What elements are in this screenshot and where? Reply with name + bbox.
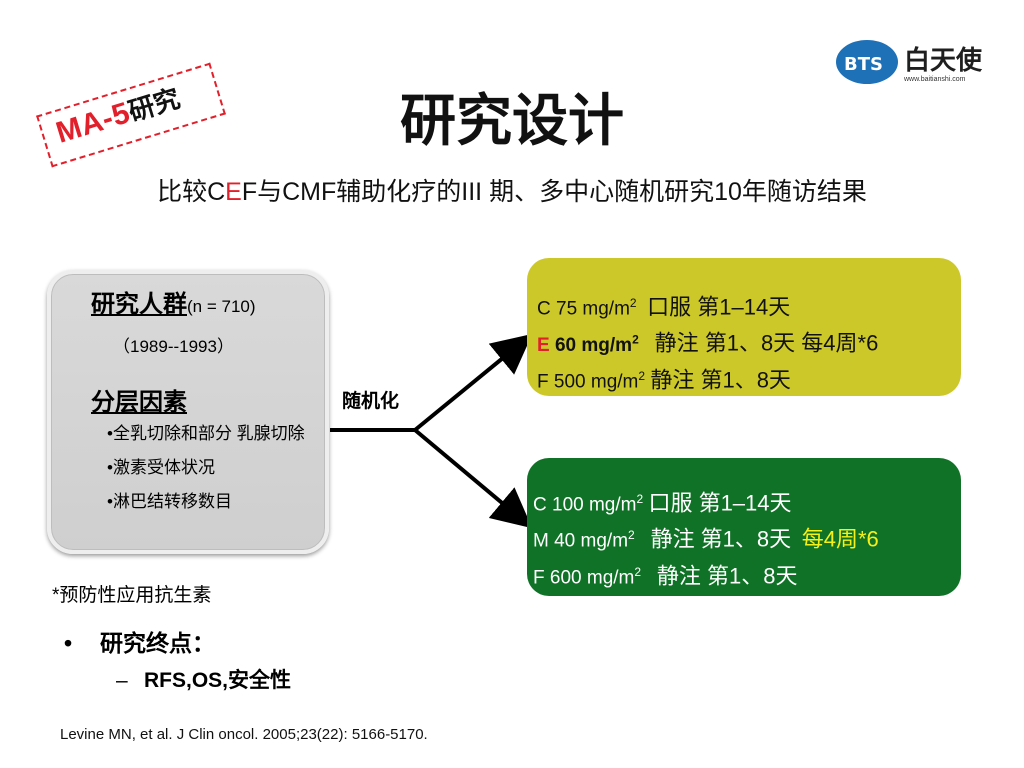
bts-logo: BTS 白天使 www.baitianshi.com	[836, 36, 996, 90]
logo-mark: BTS	[844, 54, 883, 75]
cmf-regimen-box: C 100 mg/m2 口服 第1–14天 M 40 mg/m2 静注 第1、8…	[527, 458, 961, 596]
population-heading: 研究人群(n = 710)	[91, 284, 256, 319]
cmf-m-sup: 2	[628, 528, 635, 543]
logo-url: www.baitianshi.com	[904, 76, 966, 83]
dash-icon: –	[116, 669, 128, 692]
cef-c-sup: 2	[629, 296, 637, 310]
cef-e-route: 静注 第1、8天 每4周*6	[654, 330, 879, 356]
cef-regimen-box: C 75 mg/m2 口服 第1–14天 E 60 mg/m2 静注 第1、8天…	[527, 258, 961, 396]
arrow-down-cmf	[413, 428, 533, 529]
cef-c-line: C 75 mg/m2 口服 第1–14天	[537, 288, 961, 324]
endpoint-heading: • 研究终点：	[64, 624, 215, 658]
cmf-cycle: 每4周*6	[801, 526, 879, 552]
logo-oval-icon: BTS	[836, 40, 898, 84]
cmf-m-dose: M 40 mg/m	[533, 530, 629, 552]
cef-f-route: 静注 第1、8天	[650, 366, 791, 392]
endpoint-values: RFS,OS,安全性	[144, 669, 292, 692]
cmf-c-sup: 2	[636, 492, 644, 506]
cef-c-route: 口服 第1–14天	[647, 294, 791, 320]
subtitle-post: F与CMF辅助化疗的III 期、多中心随机研究10年随访结果	[241, 178, 867, 206]
endpoint-item: –RFS,OS,安全性	[116, 664, 291, 694]
page-title: 研究设计	[400, 89, 624, 152]
cmf-c-route: 口服 第1–14天	[648, 490, 792, 516]
page-subtitle: 比较CEF与CMF辅助化疗的III 期、多中心随机研究10年随访结果	[60, 172, 964, 208]
cef-e-dose: 60 mg/m	[549, 334, 633, 356]
endpoint-title: 研究终点：	[100, 630, 215, 656]
cef-e-letter: E	[537, 334, 550, 356]
cef-f-dose: F 500 mg/m	[537, 370, 639, 392]
bullet-icon: •	[64, 630, 73, 656]
cef-e-line: E 60 mg/m2 静注 第1、8天 每4周*6	[537, 324, 961, 360]
population-box: 研究人群(n = 710) （1989--1993） 分层因素 •全乳切除和部分…	[47, 270, 329, 554]
stratification-list: •全乳切除和部分 乳腺切除 •激素受体状况 •淋巴结转移数目	[107, 422, 317, 524]
subtitle-e: E	[225, 178, 242, 206]
stratification-factor: •淋巴结转移数目	[107, 492, 232, 511]
antibiotic-note: *预防性应用抗生素	[52, 585, 212, 606]
cmf-m-line: M 40 mg/m2 静注 第1、8天 每4周*6	[533, 520, 961, 556]
cmf-c-dose: C 100 mg/m	[533, 494, 637, 516]
logo-name: 白天使	[904, 46, 983, 76]
stratification-heading: 分层因素	[91, 389, 187, 416]
cmf-f-line: F 600 mg/m2 静注 第1、8天	[533, 557, 961, 593]
population-n: (n = 710)	[187, 297, 256, 316]
cef-c-dose: C 75 mg/m	[537, 298, 630, 320]
cmf-f-route: 静注 第1、8天	[656, 562, 798, 588]
randomize-label: 随机化	[342, 391, 400, 412]
stratification-factor: •全乳切除和部分 乳腺切除	[107, 424, 305, 443]
cmf-m-route: 静注 第1、8天	[650, 526, 792, 552]
cmf-f-dose: F 600 mg/m	[533, 566, 635, 588]
subtitle-pre: 比较C	[157, 178, 226, 206]
randomization-arrows	[330, 333, 533, 529]
cef-e-sup: 2	[632, 332, 639, 347]
population-years: （1989--1993）	[113, 337, 234, 356]
reference-citation: Levine MN, et al. J Clin oncol. 2005;23(…	[60, 726, 428, 743]
cef-f-line: F 500 mg/m2 静注 第1、8天	[537, 361, 961, 397]
arrow-up-cef	[413, 333, 533, 432]
population-label: 研究人群	[91, 291, 187, 318]
cmf-f-sup: 2	[634, 564, 642, 579]
stratification-factor: •激素受体状况	[107, 458, 215, 477]
cmf-c-line: C 100 mg/m2 口服 第1–14天	[533, 484, 961, 520]
cef-f-sup: 2	[638, 368, 646, 383]
